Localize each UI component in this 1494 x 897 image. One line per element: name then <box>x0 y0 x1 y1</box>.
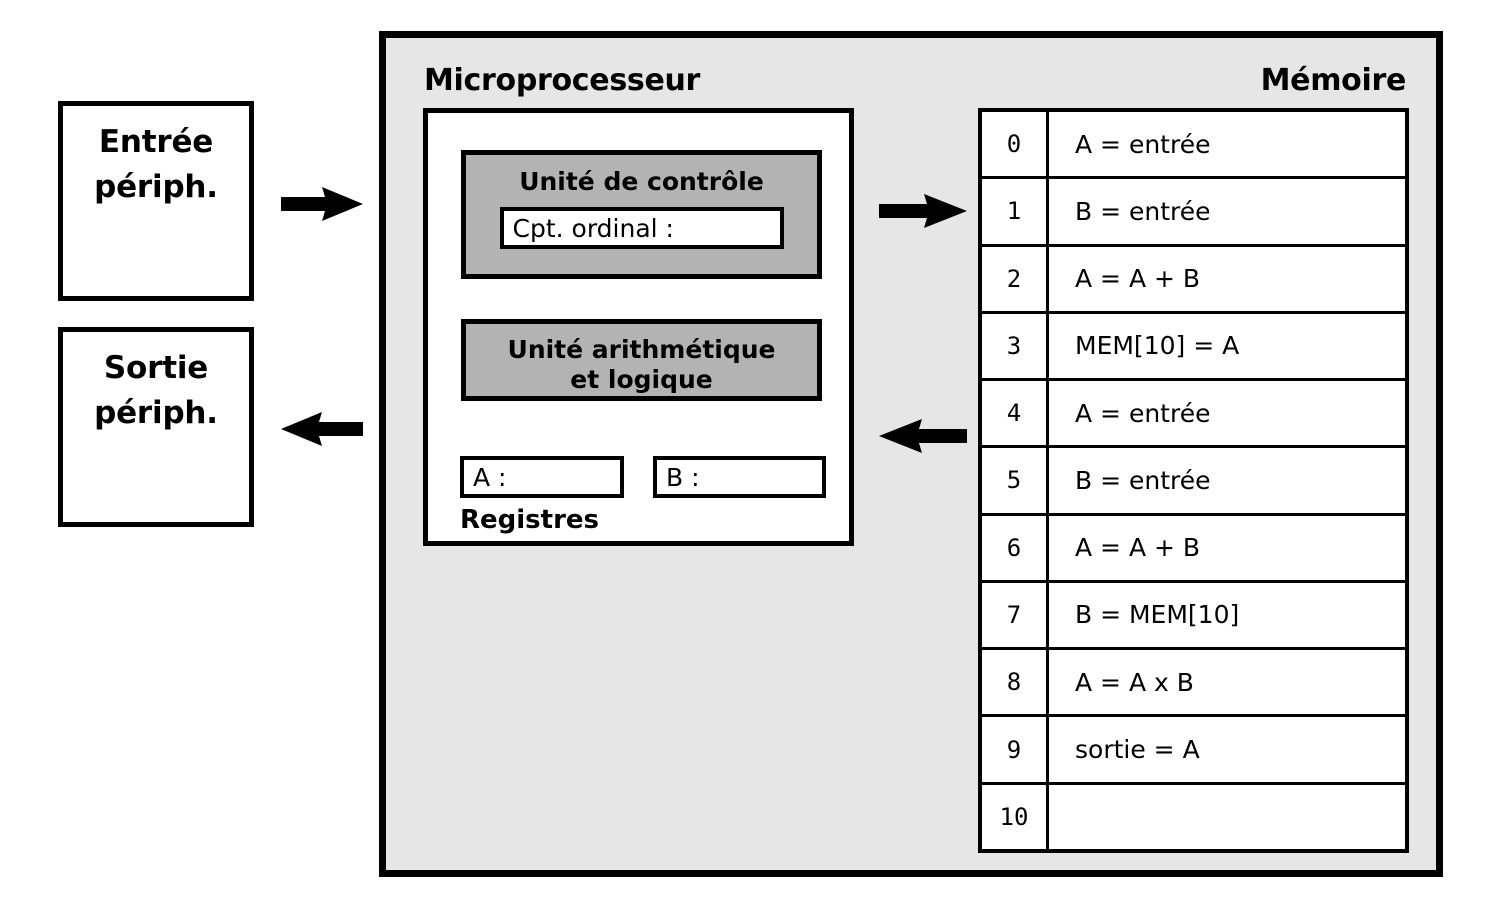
memory-address: 9 <box>982 717 1049 782</box>
memory-address: 2 <box>982 246 1049 311</box>
table-row[interactable]: 1 B = entrée <box>982 179 1405 247</box>
memory-instruction: B = entrée <box>1075 465 1211 495</box>
registre-b-label: B : <box>666 462 700 492</box>
table-row[interactable]: 3 MEM[10] = A <box>982 313 1405 382</box>
arrow-input-to-cpu-icon <box>281 186 363 222</box>
sortie-peripherique-line2: périph. <box>94 394 218 431</box>
compteur-ordinal-field[interactable]: Cpt. ordinal : <box>499 207 784 249</box>
table-row[interactable]: 4 A = entrée <box>982 381 1405 449</box>
compteur-ordinal-label: Cpt. ordinal : <box>512 213 674 243</box>
table-row[interactable]: 0 A = entrée <box>982 112 1405 180</box>
table-row[interactable]: 10 <box>982 784 1405 849</box>
memory-instruction <box>1049 785 1405 849</box>
registre-a-field[interactable]: A : <box>460 456 624 498</box>
microprocesseur-title: Microprocesseur <box>424 63 701 98</box>
memory-instruction: sortie = A <box>1075 735 1200 765</box>
table-row[interactable]: 6 A = A + B <box>982 515 1405 583</box>
memory-address: 1 <box>982 179 1049 244</box>
memory-instruction: A = entrée <box>1075 398 1211 428</box>
memory-instruction: A = A x B <box>1075 667 1194 697</box>
memoire-title: Mémoire <box>1260 63 1407 98</box>
memory-instruction: A = A + B <box>1075 264 1201 294</box>
system-container: Microprocesseur Mémoire Unité de contrôl… <box>379 31 1443 877</box>
memory-address: 10 <box>982 784 1049 849</box>
unite-arithmetique-et-logique-title: Unité arithmétique et logique <box>507 335 776 394</box>
table-row[interactable]: 5 B = entrée <box>982 448 1405 516</box>
microprocesseur-box: Unité de contrôle Cpt. ordinal : Unité a… <box>423 108 854 546</box>
arrow-cpu-to-output-icon <box>281 411 363 447</box>
memory-instruction: A = entrée <box>1075 129 1211 159</box>
table-row[interactable]: 7 B = MEM[10] <box>982 582 1405 651</box>
table-row[interactable]: 9 sortie = A <box>982 717 1405 785</box>
sortie-peripherique-box: Sortie périph. <box>58 327 254 527</box>
table-row[interactable]: 2 A = A + B <box>982 246 1405 314</box>
table-row[interactable]: 8 A = A x B <box>982 650 1405 718</box>
sortie-peripherique-line1: Sortie <box>103 350 209 386</box>
arrow-cpu-to-memory-icon <box>879 193 967 229</box>
registre-b-field[interactable]: B : <box>653 456 826 498</box>
memory-instruction: B = entrée <box>1075 196 1211 226</box>
memory-instruction: MEM[10] = A <box>1075 331 1240 361</box>
memory-address: 4 <box>982 381 1049 446</box>
registre-a-label: A : <box>473 462 507 492</box>
unite-arithmetique-et-logique-box: Unité arithmétique et logique <box>461 319 822 401</box>
entree-peripherique-box: Entrée périph. <box>58 101 254 301</box>
memory-address: 5 <box>982 448 1049 513</box>
memoire-table: 0 A = entrée 1 B = entrée 2 A = A + B 3 … <box>978 108 1409 853</box>
memory-instruction: A = A + B <box>1075 533 1201 563</box>
unite-de-controle-title: Unité de contrôle <box>519 167 764 196</box>
entree-peripherique-line1: Entrée <box>98 124 214 160</box>
memory-address: 6 <box>982 515 1049 580</box>
memory-address: 7 <box>982 582 1049 648</box>
memory-address: 3 <box>982 313 1049 379</box>
entree-peripherique-line2: périph. <box>94 168 218 205</box>
memory-address: 8 <box>982 650 1049 715</box>
memory-address: 0 <box>982 112 1049 177</box>
unite-de-controle-box: Unité de contrôle Cpt. ordinal : <box>461 150 822 279</box>
memory-instruction: B = MEM[10] <box>1075 600 1240 630</box>
arrow-memory-to-cpu-icon <box>879 418 967 454</box>
registres-caption: Registres <box>460 505 600 535</box>
